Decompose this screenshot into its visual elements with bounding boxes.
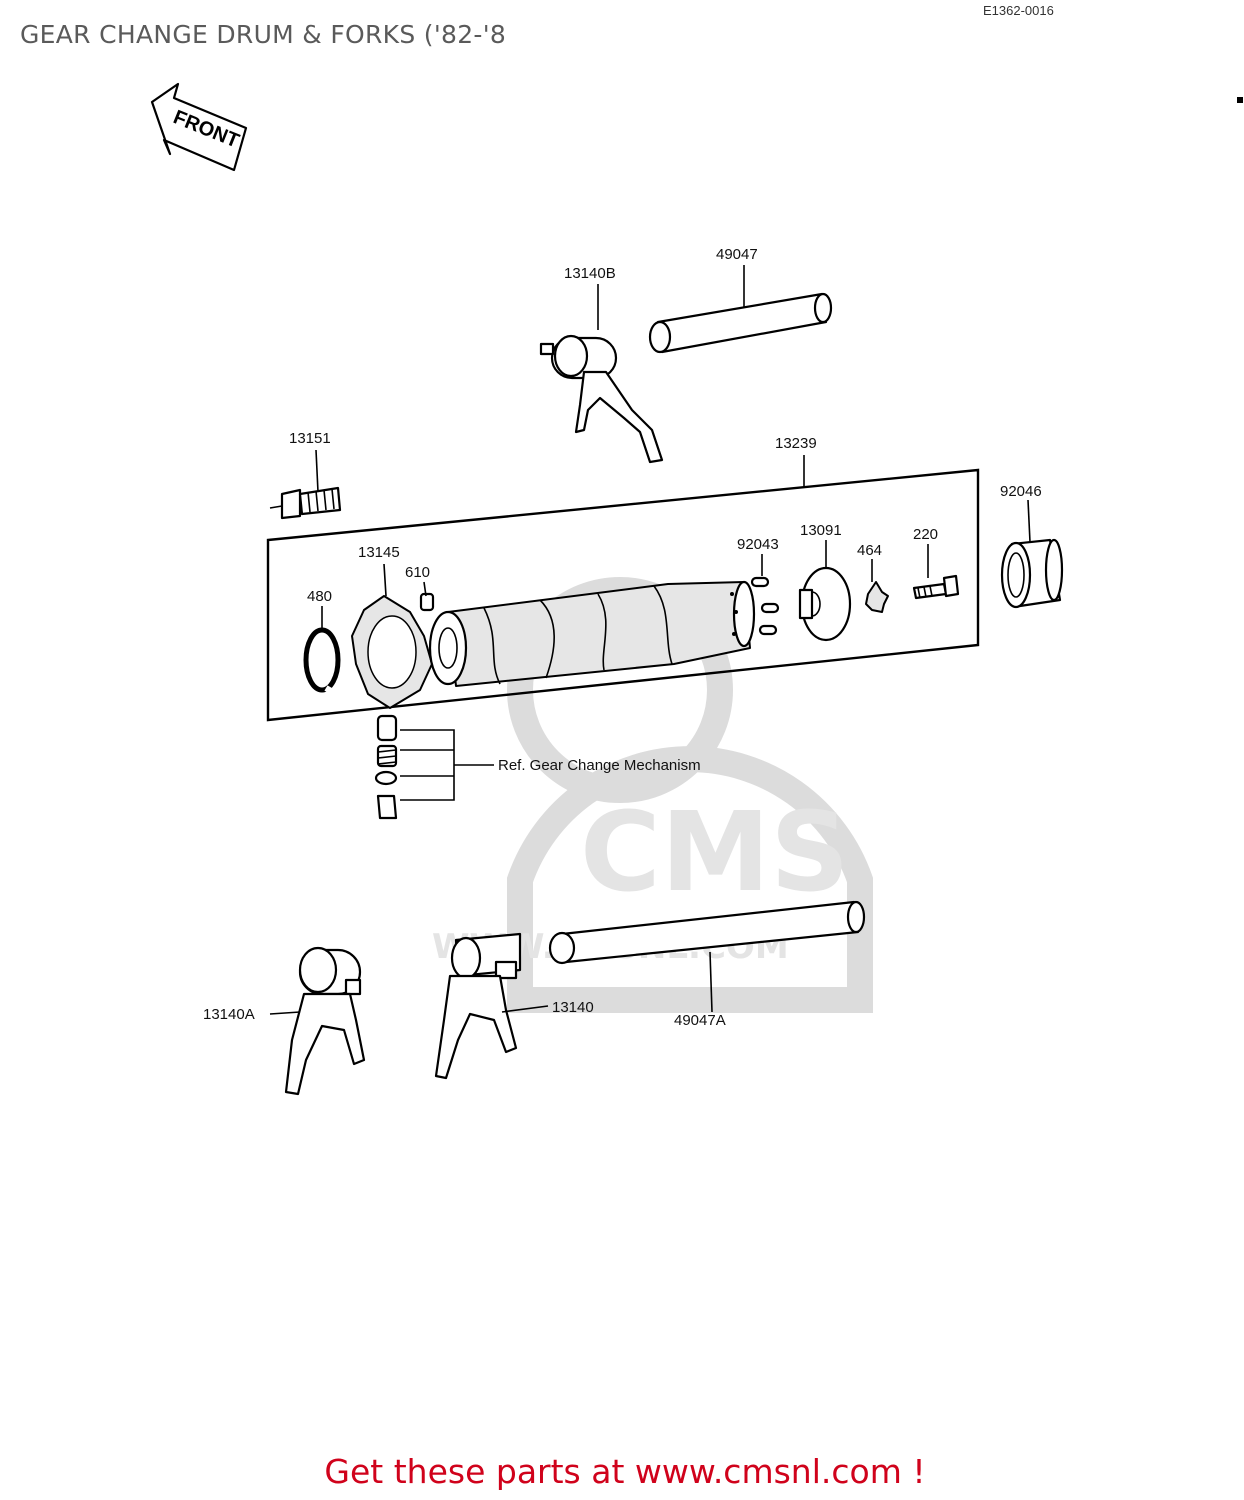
label-ref-mechanism: Ref. Gear Change Mechanism [498,757,701,774]
promo-link[interactable]: Get these parts at www.cmsnl.com ! [324,1452,926,1491]
label-610: 610 [405,564,430,581]
label-13145: 13145 [358,544,400,561]
star-464 [865,581,889,613]
label-13140b: 13140B [564,265,616,282]
neutral-switch-13151 [269,486,342,520]
label-220: 220 [913,526,938,543]
label-480: 480 [307,588,332,605]
label-92043: 92043 [737,536,779,553]
page-title: GEAR CHANGE DRUM & FORKS ('82-'8 [20,20,507,49]
watermark-brand: CMS [580,788,849,916]
ref-mechanism-parts [374,714,494,820]
gear-change-drum-13239 [428,580,756,687]
label-49047a: 49047A [674,1012,726,1029]
pins-92043 [750,576,780,636]
shift-fork-13140b [539,334,664,464]
label-13151: 13151 [289,430,331,447]
shaft-49047 [648,292,833,354]
parts-diagram: CMS WWW.CMSNL.COM FRONT [150,82,1243,1096]
label-49047: 49047 [716,246,758,263]
bearing-92046 [1000,538,1064,609]
label-464: 464 [857,542,882,559]
label-92046: 92046 [1000,483,1042,500]
label-13140a: 13140A [203,1006,255,1023]
star-plate-13145 [351,595,433,709]
label-13140: 13140 [552,999,594,1016]
bolt-220 [912,574,960,600]
part-labels: 13140B 49047 13151 13239 92046 13145 610… [203,246,1042,1029]
edge-mark [1237,97,1243,103]
pin-610 [419,592,435,612]
front-arrow-icon: FRONT [150,82,248,172]
shaft-49047a [548,900,866,965]
promo-footer[interactable]: Get these parts at www.cmsnl.com ! [0,1452,1244,1491]
drum-assembly-outline [266,468,980,722]
circlip-480 [303,627,341,697]
shift-fork-13140a [284,946,366,1096]
pin-plate-13091 [798,566,852,642]
label-13091: 13091 [800,522,842,539]
diagram-code: E1362-0016 [983,3,1054,18]
shift-fork-13140 [434,932,522,1080]
label-13239: 13239 [775,435,817,452]
leader-lines [269,265,1031,1015]
